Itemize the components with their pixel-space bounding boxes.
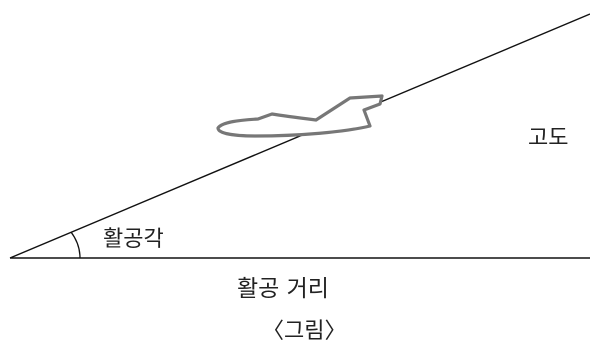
glide-angle-arc (70, 231, 81, 259)
glide-angle-label: 활공각 (103, 227, 164, 252)
glide-distance-label: 활공 거리 (237, 276, 329, 302)
altitude-label: 고도 (528, 126, 568, 151)
aircraft-icon (216, 94, 384, 138)
figure-caption: 〈그림〉 (262, 319, 346, 344)
